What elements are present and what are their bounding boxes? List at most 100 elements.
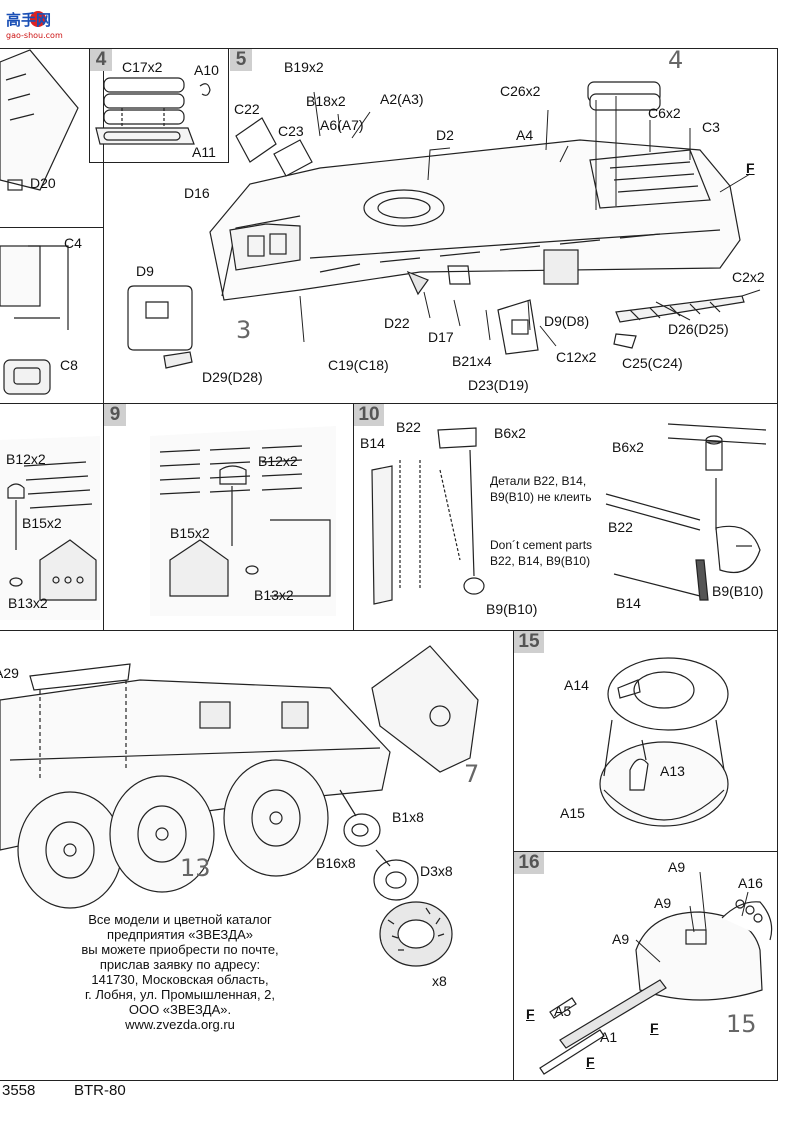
label-B22-step10: B22 [396,419,421,435]
catalog-line: прислав заявку по адресу: [99,957,261,972]
label-A1: A1 [600,1029,618,1045]
wheel-hub-parts [339,789,419,901]
subassembly-number-4: 4 [668,46,684,74]
label-A9-left: A9 [612,931,630,947]
label-D29D28: D29(D28) [202,369,263,385]
label-B13x2-step9: B13x2 [254,587,294,603]
hatch-cover-c22 [235,117,277,163]
label-A11: A11 [192,144,216,160]
label-B15x2-left: B15x2 [22,515,62,531]
label-A4: A4 [516,127,534,143]
label-D2: D2 [436,127,454,143]
subassembly-number-3: 3 [236,316,252,344]
note-english-line2: B22, B14, B9(B10) [490,554,591,568]
label-B9B10-step10: B9(B10) [486,601,538,617]
side-door-d9d8 [497,299,539,355]
label-B1x8: B1x8 [392,809,424,825]
label-A9-mid: A9 [654,895,672,911]
catalog-info: Все модели и цветной каталог предприятия… [30,912,330,1032]
hull-fragment-top-left [0,49,79,191]
label-D20: D20 [30,175,56,191]
label-A16: A16 [738,875,763,891]
side-door-d9 [127,285,193,369]
label-B22-detail: B22 [608,519,633,535]
label-B13x2-left: B13x2 [8,595,48,611]
label-x8: x8 [432,973,447,989]
label-D16: D16 [184,185,210,201]
leader-lines-step16 [635,871,749,963]
label-B18x2: B18x2 [306,93,346,109]
label-B6x2-detail: B6x2 [612,439,644,455]
label-C12x2: C12x2 [556,349,597,365]
hull-upper-main [209,139,741,301]
label-A29: A29 [0,665,19,681]
logo-text: 高手网 [6,11,51,29]
catalog-line: предприятия «ЗВЕЗДА» [107,927,253,942]
flag-paint-F-1: F [746,160,755,176]
label-B9B10-detail: B9(B10) [712,583,764,599]
label-A9-top: A9 [668,859,686,875]
label-C22: C22 [234,101,260,117]
label-C8: C8 [60,357,78,373]
exhaust-pipe-d26 [613,295,745,349]
machine-gun-a1 [539,979,667,1075]
catalog-line: г. Лобня, ул. Промышленная, 2, [84,987,276,1002]
panel-step-16 [513,851,778,1081]
label-D22: D22 [384,315,410,331]
logo-graphic: 高手网 gao-shou.com [4,8,66,40]
label-D3x8: D3x8 [420,863,453,879]
footer-product-code: 3558 [2,1082,36,1099]
wheel-3 [223,759,329,877]
turret-ring-a15 [599,719,729,827]
label-A14: A14 [564,677,589,693]
catalog-line: 141730, Московская область, [91,972,269,987]
footer-model-name: BTR-80 [74,1082,126,1099]
note-russian-line2: B9(B10) не клеить [490,490,592,504]
hatch-parts-left [0,245,69,395]
site-logo: 高手网 gao-shou.com [2,6,68,40]
logo-emblem [30,11,46,27]
step-number-9: 9 [104,404,126,426]
step-number-16: 16 [514,852,544,874]
step-number-10: 10 [354,404,384,426]
hull-side-fragment-9-left [0,436,100,620]
label-D9D8: D9(D8) [544,313,590,329]
label-B6x2-step10: B6x2 [494,425,526,441]
turret-top-a14 [607,657,729,731]
hatch-cover-c23 [273,139,313,177]
label-B12x2-step9: B12x2 [258,453,298,469]
note-english-line1: Don´t cement parts [490,538,593,552]
catalog-line: Все модели и цветной каталог [88,912,272,927]
step-number-15: 15 [514,631,544,653]
label-B19x2: B19x2 [284,59,324,75]
step-number-5: 5 [230,49,252,71]
label-D26D25: D26(D25) [668,321,729,337]
step-number-4: 4 [90,49,112,71]
leader-lines-step5 [299,91,761,347]
flag-paint-F-4: F [586,1054,595,1070]
label-A2A3: A2(A3) [380,91,424,107]
label-C6x2: C6x2 [648,105,681,121]
wheel-1 [17,791,123,909]
wheel-2 [109,775,215,893]
label-A15: A15 [560,805,585,821]
label-A6A7: A6(A7) [320,117,364,133]
catalog-website[interactable]: www.zvezda.org.ru [125,1017,235,1032]
logo-url: gao-shou.com [6,31,63,40]
label-B14-step10: B14 [360,435,385,451]
hull-side-step-9 [150,426,336,616]
label-D9: D9 [136,263,154,279]
catalog-line: вы можете приобрести по почте, [81,942,279,957]
label-C3: C3 [702,119,720,135]
subassembly-number-13: 13 [180,854,211,882]
label-D23D19: D23(D19) [468,377,529,393]
rear-armor-panel-7 [371,645,479,773]
label-A13: A13 [660,763,685,779]
label-D17: D17 [428,329,454,345]
label-C4: C4 [64,235,82,251]
label-B21x4: B21x4 [452,353,492,369]
label-B12x2-left: B12x2 [6,451,46,467]
light-covers-top [587,81,661,111]
catalog-line: ООО «ЗВЕЗДА». [128,1002,232,1017]
label-C25C24: C25(C24) [622,355,683,371]
